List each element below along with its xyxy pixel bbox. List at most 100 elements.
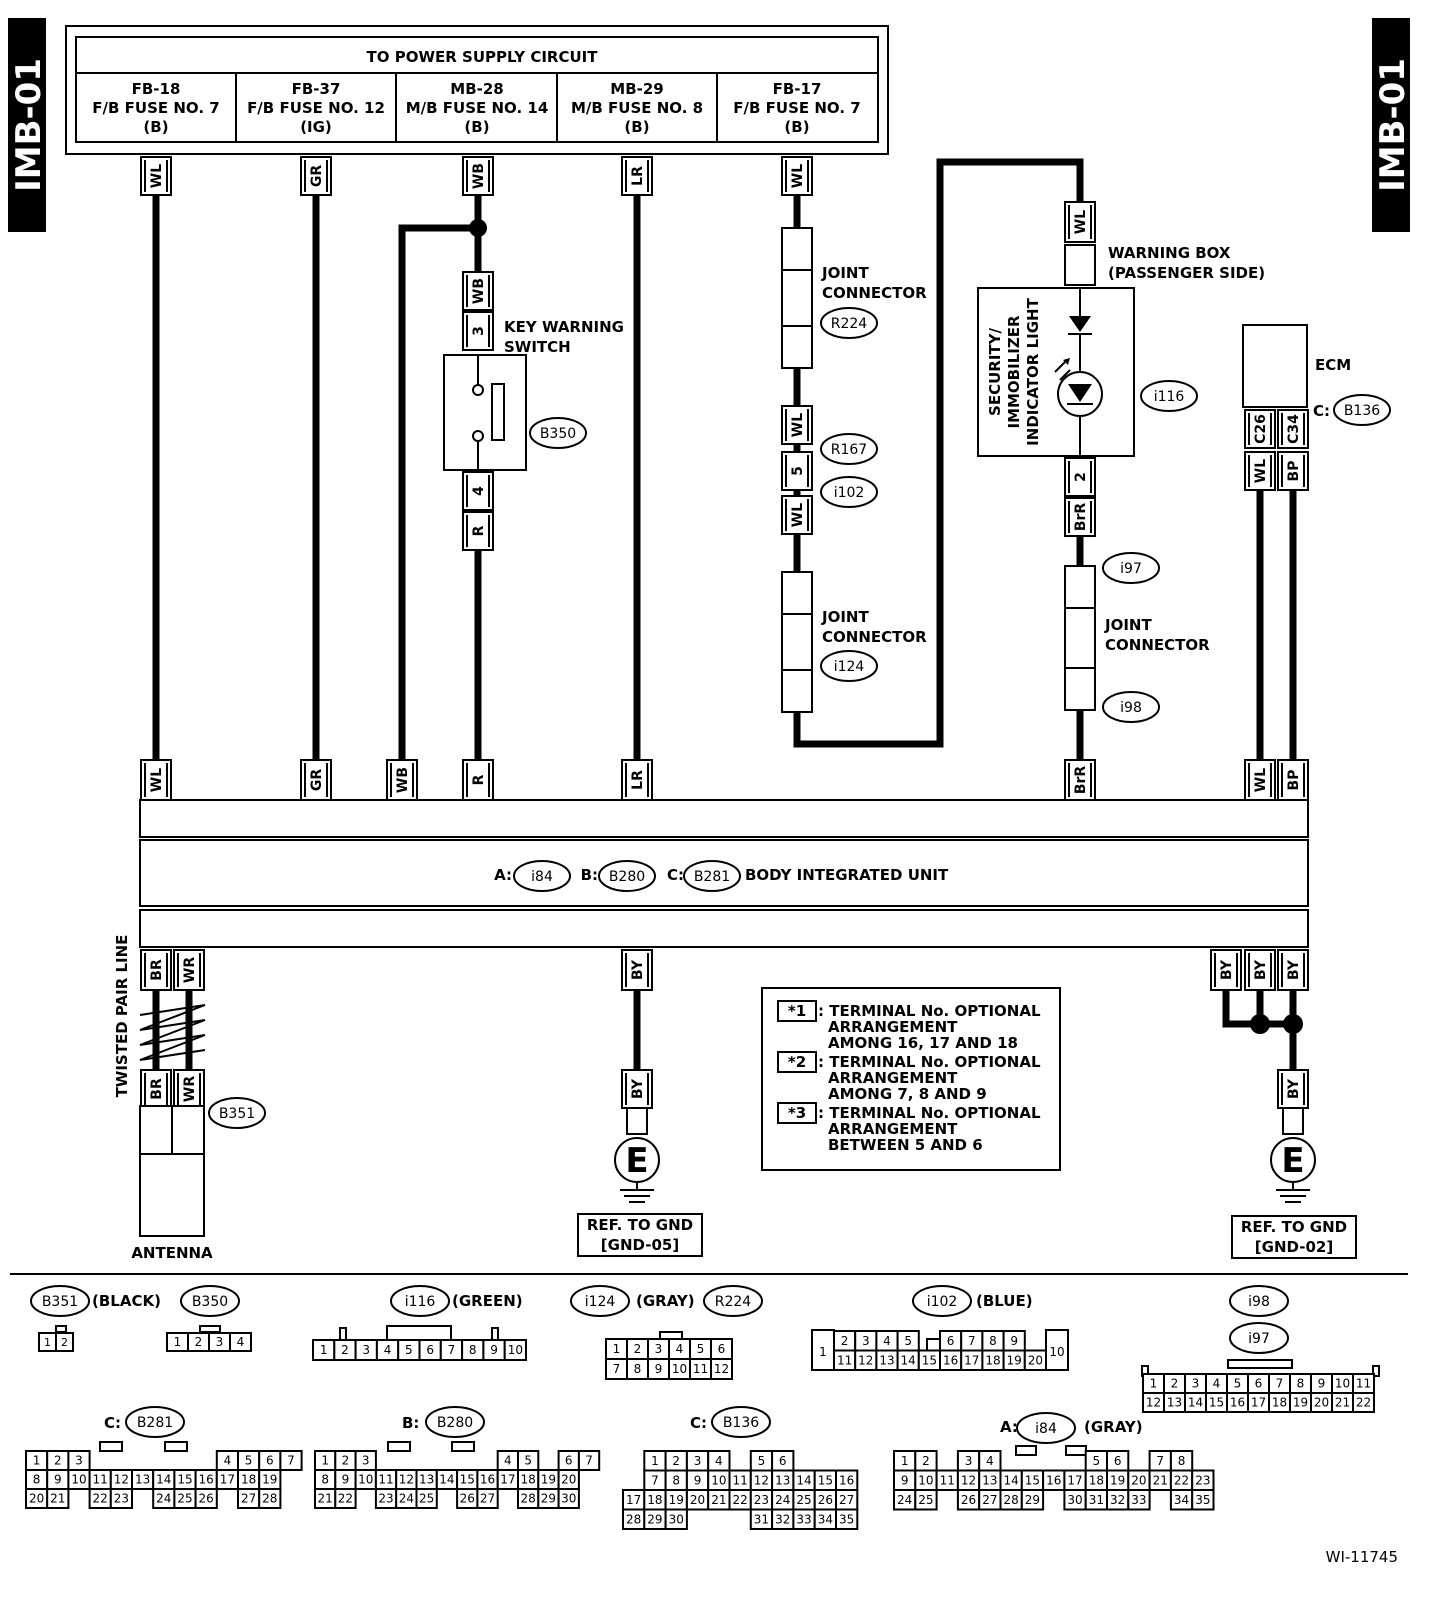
- connector-id-text: i102: [834, 485, 865, 501]
- pin-cell: 30: [669, 1512, 684, 1526]
- fuse-id: MB-28: [450, 80, 503, 98]
- pin-cell: 27: [480, 1492, 495, 1506]
- legend-line: BETWEEN 5 AND 6: [828, 1136, 983, 1154]
- pin-cell: 8: [1297, 1377, 1305, 1391]
- wire-label-text: BP: [1286, 461, 1302, 482]
- indicator-label-3: INDICATOR LIGHT: [1024, 297, 1042, 445]
- view-id-text: R224: [715, 1294, 752, 1310]
- wire-label-text: WB: [395, 767, 411, 793]
- wire-label: BY: [1210, 949, 1242, 991]
- pin-cell: 11: [378, 1473, 393, 1487]
- pin-cell: 9: [901, 1473, 909, 1487]
- pin-cell: 6: [947, 1334, 955, 1348]
- pin-cell: 10: [918, 1473, 933, 1487]
- pin-cell: 11: [1356, 1377, 1371, 1391]
- wire-label: BR: [140, 949, 172, 991]
- fuse-name: M/B FUSE NO. 8: [571, 99, 703, 117]
- wire-label: BP: [1277, 451, 1309, 491]
- connector-id-r167: R167: [820, 433, 878, 465]
- view-id-i97: i97: [1229, 1322, 1289, 1354]
- pin-cell: 4: [676, 1342, 684, 1356]
- joint-connector-3-label-2: CONNECTOR: [1105, 636, 1210, 654]
- wire-label-text: LR: [630, 770, 646, 790]
- pin-cell: 33: [796, 1512, 811, 1526]
- wire-label: BR: [140, 1069, 172, 1109]
- ground-02: E REF. TO GND [GND-02]: [1231, 1107, 1357, 1259]
- connector-id-i97: i97: [1102, 552, 1160, 584]
- wire-label-text: WL: [1253, 459, 1269, 483]
- ecm-label: ECM: [1315, 356, 1351, 374]
- pin-cell: 3: [362, 1454, 370, 1468]
- pin-cell: 7: [968, 1334, 976, 1348]
- connector-id-i98: i98: [1102, 691, 1160, 723]
- twisted-pair-label: TWISTED PAIR LINE: [113, 935, 131, 1098]
- terminal-legend: *1: TERMINAL No. OPTIONALARRANGEMENTAMON…: [761, 987, 1061, 1171]
- pin-cell: 1: [44, 1336, 51, 1349]
- pin-cell: 22: [1356, 1396, 1371, 1410]
- wire-label: WL: [781, 495, 813, 535]
- connector-id-i102: i102: [820, 476, 878, 508]
- pin-cell: 19: [262, 1473, 277, 1487]
- connector-id-i124: i124: [820, 650, 878, 682]
- pin-cell: 2: [1171, 1377, 1179, 1391]
- view-id-text: i98: [1248, 1294, 1270, 1310]
- pin-cell: 17: [964, 1353, 979, 1367]
- wire-label-text: BP: [1286, 770, 1302, 791]
- connector-id-text: R167: [831, 442, 867, 458]
- pin-cell: 4: [1213, 1377, 1221, 1391]
- view-id-text: B136: [723, 1415, 759, 1431]
- pin-label: C26: [1244, 409, 1276, 449]
- pin-cell: 16: [480, 1473, 495, 1487]
- b136-prefix: C:: [690, 1414, 707, 1432]
- wire-label-text: WL: [790, 164, 806, 188]
- pin-cell: 23: [114, 1492, 129, 1506]
- connector-id-i84: i84: [513, 860, 571, 892]
- pin-cell: 13: [775, 1473, 790, 1487]
- pin-cell: 24: [897, 1493, 912, 1507]
- connector-id-b281: B281: [683, 860, 741, 892]
- wire-label: GR: [300, 759, 332, 801]
- pin-cell: 2: [841, 1334, 849, 1348]
- wire-label: WR: [173, 949, 205, 991]
- pin-cell: 12: [1146, 1396, 1161, 1410]
- pin-cell: 21: [711, 1493, 726, 1507]
- pin-cell: 17: [1251, 1396, 1266, 1410]
- pin-cell: 4: [384, 1343, 392, 1357]
- ground-05-code: [GND-05]: [601, 1236, 679, 1254]
- pin-cell: 3: [1192, 1377, 1200, 1391]
- view-id-text: i102: [927, 1294, 958, 1310]
- wire-label: BP: [1277, 759, 1309, 801]
- joint-connector-3-label-1: JOINT: [1104, 616, 1152, 634]
- pin-cell: 25: [796, 1493, 811, 1507]
- pin-cell: 10: [711, 1473, 726, 1487]
- connector-id-text: B281: [694, 869, 730, 885]
- fuse-supply: (B): [143, 118, 168, 136]
- pin-cell: 19: [1007, 1353, 1022, 1367]
- pin-cell: 9: [54, 1473, 62, 1487]
- wire-label-text: BY: [1286, 1078, 1302, 1099]
- pin-label-text: 3: [471, 326, 487, 336]
- pin-cell: 9: [1318, 1377, 1326, 1391]
- fuse-supply: (B): [464, 118, 489, 136]
- pin-cell: 1: [1150, 1377, 1158, 1391]
- pin-label-text: C34: [1286, 414, 1302, 444]
- connector-id-b136: B136: [1333, 394, 1391, 426]
- legend-mark: *2: [788, 1053, 806, 1071]
- pin-cell: 19: [1293, 1396, 1308, 1410]
- pin-cell: 15: [818, 1473, 833, 1487]
- pin-cell: 20: [1028, 1353, 1043, 1367]
- pin-cell: 20: [690, 1493, 705, 1507]
- pin-cell: 27: [839, 1493, 854, 1507]
- pin-cell: 2: [61, 1336, 68, 1349]
- wire-label: WL: [140, 759, 172, 801]
- wire-label-text: WR: [182, 957, 198, 983]
- key-switch-label-2: SWITCH: [504, 338, 571, 356]
- wire-label-text: BrR: [1073, 766, 1089, 795]
- legend-line: AMONG 7, 8 AND 9: [828, 1085, 987, 1103]
- pin-cell: 29: [541, 1492, 556, 1506]
- pin-cell: 32: [1110, 1493, 1125, 1507]
